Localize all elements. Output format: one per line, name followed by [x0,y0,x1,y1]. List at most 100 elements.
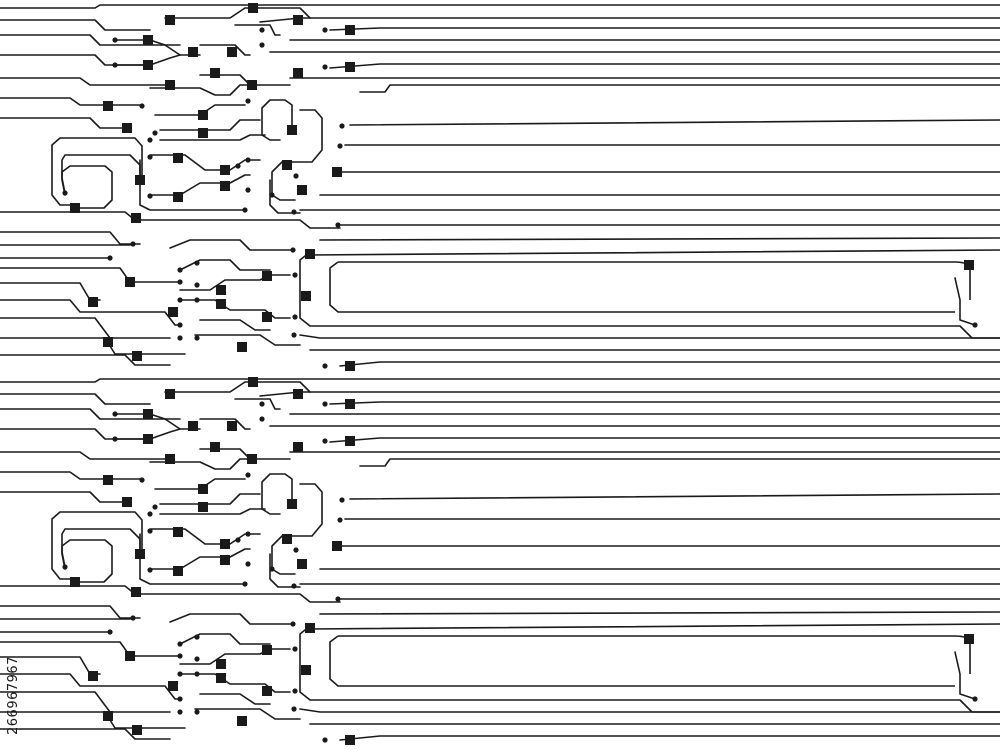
circuit-trace [299,334,1000,339]
via-dot [177,335,183,341]
via-dot [112,436,118,442]
via-dot [194,297,200,303]
solder-pad [168,681,178,691]
solder-pad [165,454,175,464]
solder-pad [227,421,237,431]
solder-pad [248,377,258,387]
solder-pad [143,60,153,70]
solder-pad [964,634,974,644]
via-dot [177,653,183,659]
long-rounded-frame [329,261,971,313]
circuit-trace [329,27,1000,31]
solder-pad [216,299,226,309]
via-dot [194,709,200,715]
via-dot [235,163,241,169]
solder-pad [103,475,113,485]
solder-pad [165,80,175,90]
circuit-trace [149,174,251,196]
circuit-trace [259,391,1000,397]
solder-pad [282,534,292,544]
circuit-trace [329,401,1000,405]
solder-pad [345,436,355,446]
solder-pad [131,587,141,597]
via-dot [322,27,328,33]
circuit-trace [299,629,1000,713]
circuit-trace [51,511,143,580]
circuit-trace [61,539,113,583]
circuit-trace [0,711,186,729]
circuit-trace [269,553,301,588]
via-dot [177,671,183,677]
circuit-trace [194,334,301,346]
circuit-trace [0,408,181,420]
circuit-trace [199,448,256,460]
via-dot [139,477,145,483]
solder-pad [188,47,198,57]
via-dot [177,279,183,285]
via-dot [339,123,345,129]
solder-pad [345,25,355,35]
via-dot [292,272,298,278]
solder-pad [345,361,355,371]
solder-pad [248,3,258,13]
solder-pad [293,389,303,399]
via-dot [242,581,248,587]
solder-pad [173,566,183,576]
circuit-trace [159,119,261,131]
circuit-trace [339,361,1000,367]
solder-pad [198,128,208,138]
stock-image-id-label: 266967967 [6,656,21,735]
via-dot [322,438,328,444]
solder-pad [293,15,303,25]
circuit-trace [179,299,291,319]
solder-pad [262,312,272,322]
circuit-trace [0,231,141,245]
circuit-trace [0,34,181,46]
circuit-trace [271,109,323,201]
via-dot [194,260,200,266]
circuit-trace [349,119,1000,126]
via-dot [147,567,153,573]
solder-pad [247,454,257,464]
circuit-trace [114,413,201,430]
via-dot [112,37,118,43]
solder-pad [132,725,142,735]
circuit-trace [199,693,271,705]
solder-pad [216,659,226,669]
circuit-trace [0,378,1000,383]
solder-pad [287,125,297,135]
circuit-trace [0,54,151,66]
circuit-trace [179,274,291,291]
solder-pad [70,577,80,587]
circuit-trace [299,708,1000,713]
via-dot [259,416,265,422]
circuit-trace [259,17,1000,23]
circuit-trace [51,137,143,206]
solder-pad [287,499,297,509]
circuit-trace [164,7,311,19]
solder-pad [282,160,292,170]
circuit-trace [0,97,141,106]
circuit-trace [159,134,266,141]
circuit-trace [0,4,1000,9]
circuit-trace [114,428,181,440]
circuit-trace [164,381,311,393]
circuit-trace [329,437,1000,443]
via-dot [292,688,298,694]
circuit-trace [319,611,1000,615]
via-dot [147,154,153,160]
via-dot [235,537,241,543]
circuit-trace [269,179,301,214]
solder-pad [220,555,230,565]
via-dot [245,472,251,478]
solder-pad [220,165,230,175]
solder-pad [345,62,355,72]
circuit-trace [0,728,171,740]
circuit-trace [261,99,293,141]
via-dot [259,27,265,33]
circuit-pattern-bottom-half [0,377,1000,745]
via-dot [107,629,113,635]
circuit-trace [194,708,301,720]
circuit-trace [0,267,181,283]
circuit-trace [0,641,181,657]
